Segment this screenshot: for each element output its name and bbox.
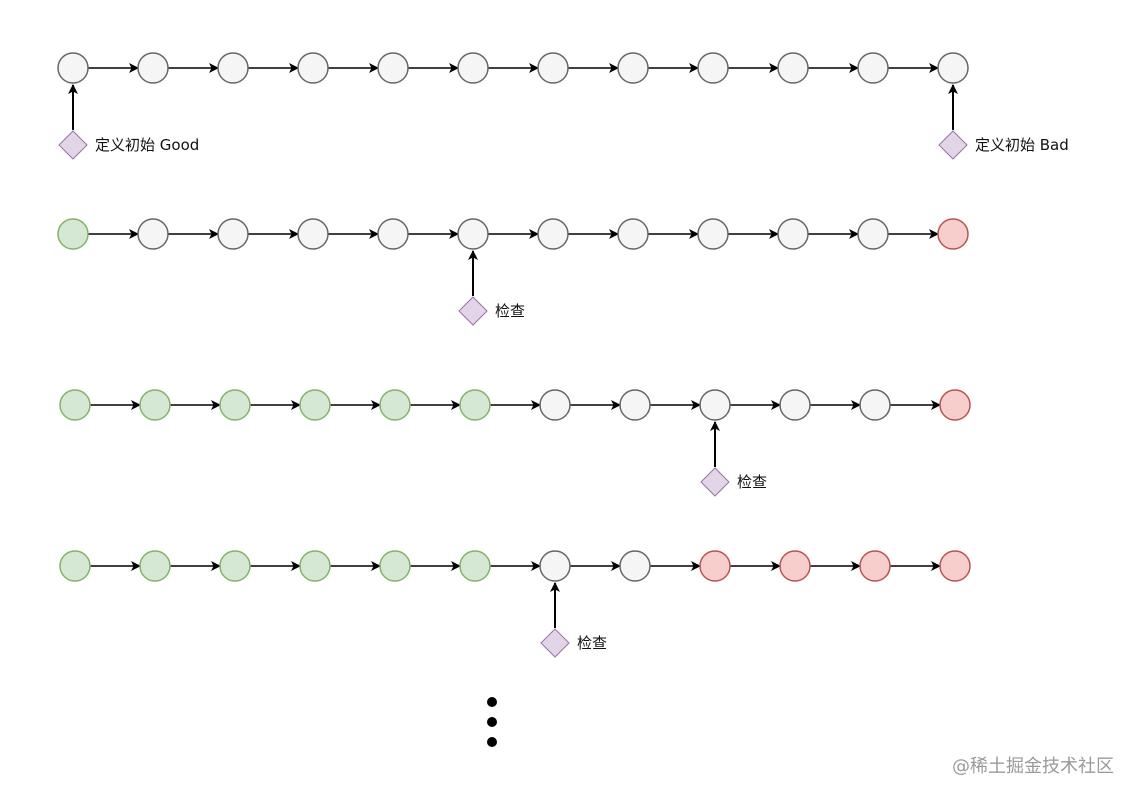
commit-node-bad [939,550,971,582]
commit-node-good [379,389,411,421]
commit-node [697,52,729,84]
commit-node [617,218,649,250]
ellipsis-dot [487,697,497,707]
commit-node [217,52,249,84]
commit-node-good [139,550,171,582]
commit-node [619,550,651,582]
commit-node [297,218,329,250]
commit-node [617,52,649,84]
commit-node [539,389,571,421]
commit-node-good [139,389,171,421]
commit-node-bad [779,550,811,582]
check-marker: 检查 [540,582,607,658]
commit-node-bad [699,550,731,582]
commit-node [137,218,169,250]
commit-node-good [219,550,251,582]
check-marker: 定义初始 Good [58,84,199,160]
commit-node [537,218,569,250]
commit-node-bad [939,389,971,421]
commit-node [457,218,489,250]
marker-label: 定义初始 Bad [975,136,1069,154]
diamond-icon [938,130,968,160]
commit-node [777,218,809,250]
commit-node [699,389,731,421]
commit-node [857,218,889,250]
check-marker: 检查 [700,421,767,497]
commit-node [859,389,891,421]
marker-label: 定义初始 Good [95,136,199,154]
commit-node [217,218,249,250]
commit-node [377,52,409,84]
diamond-icon [700,467,730,497]
commit-node [697,218,729,250]
marker-label: 检查 [737,473,767,491]
commit-node [377,218,409,250]
commit-node [297,52,329,84]
commit-node [779,389,811,421]
commit-row: 检查 [59,550,971,658]
commit-row: 检查 [59,389,971,497]
marker-label: 检查 [495,302,525,320]
commit-node-good [299,550,331,582]
commit-node-good [59,389,91,421]
commit-node [937,52,969,84]
commit-node [537,52,569,84]
commit-node [57,52,89,84]
commit-node-good [59,550,91,582]
watermark: @稀土掘金技术社区 [952,756,1114,777]
commit-node [457,52,489,84]
diamond-icon [540,628,570,658]
vertical-ellipsis-icon [487,697,497,747]
marker-label: 检查 [577,634,607,652]
commit-node-good [299,389,331,421]
commit-node-good [57,218,89,250]
ellipsis-dot [487,717,497,727]
commit-node [619,389,651,421]
commit-node-good [379,550,411,582]
commit-row: 检查 [57,218,969,326]
commit-node [539,550,571,582]
check-marker: 定义初始 Bad [938,84,1069,160]
commit-node-good [219,389,251,421]
commit-node-bad [937,218,969,250]
diamond-icon [58,130,88,160]
commit-row: 定义初始 Good 定义初始 Bad [57,52,1069,160]
commit-node-bad [859,550,891,582]
commit-node [777,52,809,84]
diamond-icon [458,296,488,326]
commit-node [137,52,169,84]
commit-node-good [459,389,491,421]
commit-node [857,52,889,84]
check-marker: 检查 [458,250,525,326]
commit-node-good [459,550,491,582]
ellipsis-dot [487,737,497,747]
